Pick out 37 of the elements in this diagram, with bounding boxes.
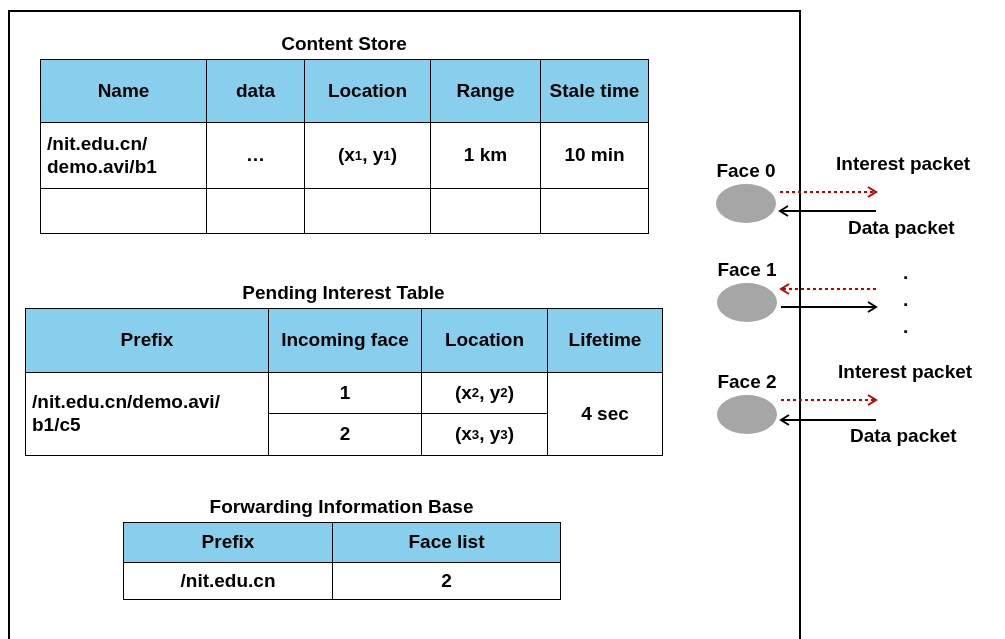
arrow (779, 205, 877, 217)
table-header-cell: Location (304, 59, 431, 123)
table-header-cell: Range (430, 59, 541, 123)
table-cell: 2 (332, 562, 561, 600)
table-cell: /nit.edu.cn (123, 562, 333, 600)
table-header-cell: data (206, 59, 305, 123)
router-box (8, 10, 801, 639)
arrow (780, 283, 877, 295)
edge-label: Data packet (848, 217, 955, 239)
face-label: Face 0 (715, 160, 777, 182)
table-header-cell: Prefix (25, 308, 269, 373)
table-cell: /nit.edu.cn/demo.avi/ b1/c5 (25, 372, 269, 456)
arrow (780, 394, 877, 406)
table-header-cell: Prefix (123, 522, 333, 563)
empty-table-cell (40, 188, 207, 234)
face-label: Face 2 (716, 371, 778, 393)
face-label: Face 1 (716, 259, 778, 281)
arrow (779, 186, 877, 198)
table-header-cell: Stale time (540, 59, 649, 123)
arrow (780, 414, 877, 426)
table-header-cell: Incoming face (268, 308, 422, 373)
edge-label: Data packet (850, 425, 957, 447)
table-header-cell: Location (421, 308, 548, 373)
table-title: Forwarding Information Base (208, 496, 475, 518)
edge-label: Interest packet (836, 153, 971, 175)
ellipsis-dot: . (903, 316, 909, 338)
table-cell: 4 sec (547, 372, 663, 456)
ellipsis-dot: . (903, 262, 909, 284)
ellipsis-dot: . (903, 289, 909, 311)
empty-table-cell (540, 188, 649, 234)
table-title: Pending Interest Table (241, 282, 446, 304)
table-header-cell: Face list (332, 522, 561, 563)
table-title: Content Store (280, 33, 408, 55)
arrow (780, 301, 877, 313)
table-header-cell: Name (40, 59, 207, 123)
edge-label: Interest packet (838, 361, 973, 383)
table-header-cell: Lifetime (547, 308, 663, 373)
